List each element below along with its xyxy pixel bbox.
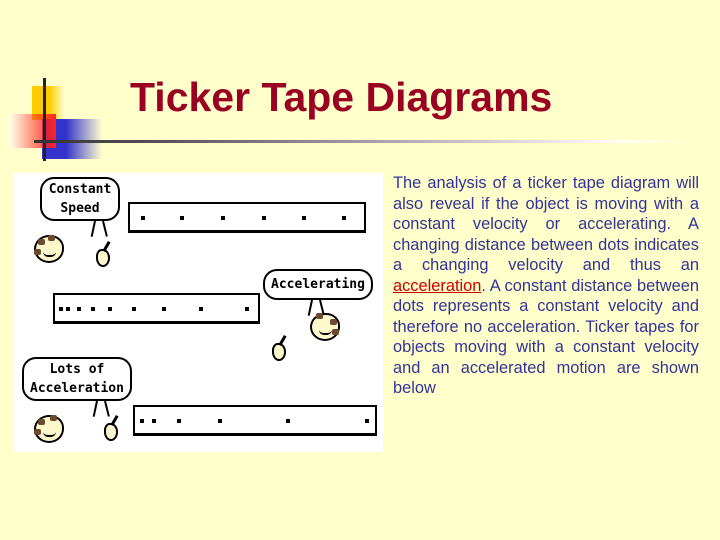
deco-vertical-line	[43, 78, 46, 161]
bubble-label: Accelerating	[271, 277, 365, 292]
tape-dot	[245, 307, 249, 311]
tape-dot	[108, 307, 112, 311]
bubble-label-line1: Lots of	[49, 362, 105, 377]
tape-dot	[365, 419, 369, 423]
tape-dot	[177, 419, 181, 423]
tape-dot	[66, 307, 70, 311]
ticker-tape-constant-speed	[128, 202, 366, 233]
character-face-icon	[34, 415, 64, 443]
tape-dot	[77, 307, 81, 311]
speech-bubble-accelerating: Accelerating	[263, 269, 373, 300]
ticker-tape-accelerating	[53, 293, 260, 324]
bubble-label-line2: Speed	[60, 201, 100, 216]
speech-bubble-lots-of-acceleration: Lots of Acceleration	[22, 357, 132, 401]
pointing-hand-icon	[104, 423, 118, 441]
speech-bubble-constant-speed: Constant Speed	[40, 177, 120, 221]
tape-dot	[59, 307, 63, 311]
tape-dot	[199, 307, 203, 311]
ticker-tape-lots-of-acceleration	[133, 405, 377, 436]
tape-dot	[140, 419, 144, 423]
tape-dot	[286, 419, 290, 423]
slide-title: Ticker Tape Diagrams	[130, 74, 553, 120]
pointing-hand-icon	[272, 343, 286, 361]
title-divider-line	[34, 140, 684, 143]
body-text-1: The analysis of a ticker tape diagram wi…	[393, 174, 699, 274]
tape-dot	[221, 216, 225, 220]
bubble-label-line2: Acceleration	[30, 381, 124, 396]
body-text-2: . A constant distance between dots repre…	[393, 276, 699, 398]
tape-dot	[342, 216, 346, 220]
pointing-hand-icon	[96, 249, 110, 267]
tape-dot	[180, 216, 184, 220]
tape-dot	[152, 419, 156, 423]
character-face-icon	[310, 313, 340, 341]
tape-dot	[162, 307, 166, 311]
body-paragraph: The analysis of a ticker tape diagram wi…	[393, 173, 699, 399]
acceleration-link[interactable]: acceleration	[393, 276, 482, 295]
tape-dot	[302, 216, 306, 220]
tape-dot	[91, 307, 95, 311]
character-face-icon	[34, 235, 64, 263]
tape-dot	[262, 216, 266, 220]
tape-dot	[132, 307, 136, 311]
tape-dot	[141, 216, 145, 220]
bubble-label-line1: Constant	[48, 182, 112, 197]
tape-dot	[218, 419, 222, 423]
ticker-tape-diagram: Constant Speed Accelerating Lots of Acce…	[14, 173, 383, 452]
